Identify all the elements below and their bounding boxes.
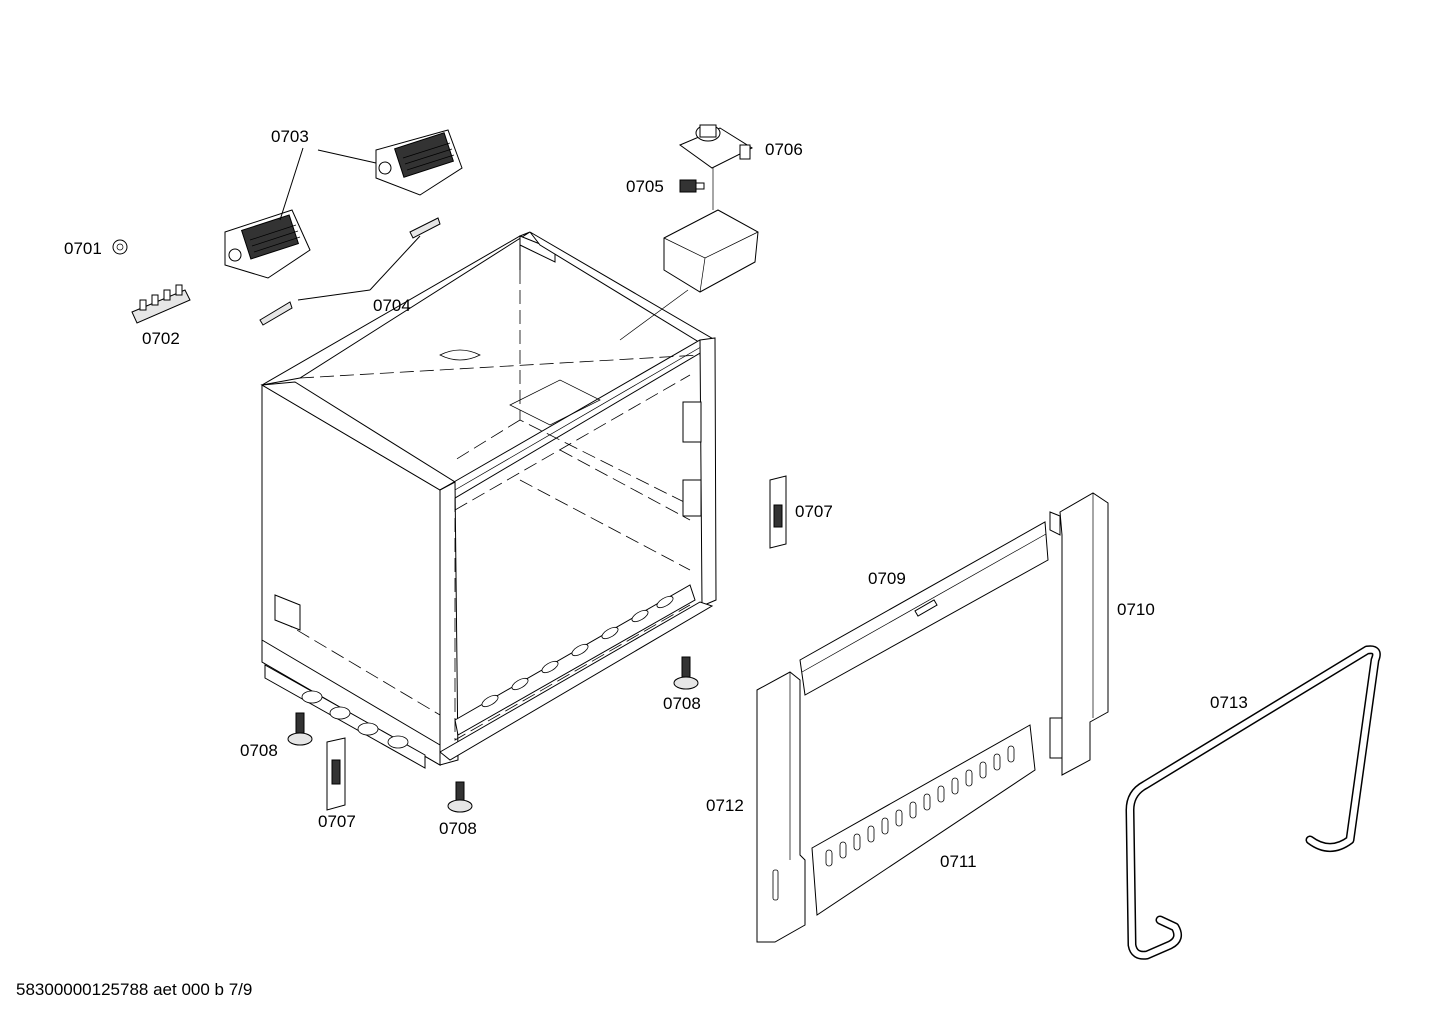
thermostat-mount-bracket <box>663 209 759 293</box>
part-0707-upper <box>769 475 787 549</box>
part-0712 <box>756 671 806 943</box>
label-0708-right: 0708 <box>663 694 701 713</box>
part-0703-fan-lower <box>224 209 311 279</box>
label-0713: 0713 <box>1210 693 1248 712</box>
label-0702: 0702 <box>142 329 180 348</box>
label-0705: 0705 <box>626 177 664 196</box>
label-0707-upper: 0707 <box>795 502 833 521</box>
part-0707-lower <box>326 737 346 811</box>
part-0708-left <box>287 712 313 746</box>
part-0709 <box>799 511 1061 696</box>
oven-housing-frame <box>260 231 717 769</box>
part-0702 <box>131 284 191 324</box>
label-0712: 0712 <box>706 796 744 815</box>
label-0710: 0710 <box>1117 600 1155 619</box>
slot-row <box>481 595 674 708</box>
label-0711: 0711 <box>940 852 977 871</box>
label-0704: 0704 <box>373 296 411 315</box>
part-0708-right <box>673 656 699 690</box>
leader-0703b <box>279 147 304 221</box>
leader-0704b <box>297 289 371 301</box>
leader-bracket <box>619 289 689 341</box>
label-0701: 0701 <box>64 239 102 258</box>
label-0707-lower: 0707 <box>318 812 356 831</box>
label-0709: 0709 <box>868 569 906 588</box>
label-0706: 0706 <box>765 140 803 159</box>
label-0708-bottom: 0708 <box>439 819 477 838</box>
leader-0704a <box>369 235 421 291</box>
drawing-code: 58300000125788 aet 000 b 7/9 <box>16 980 253 999</box>
part-0713 <box>1125 645 1381 960</box>
part-0710 <box>1049 492 1109 776</box>
leader-0703a <box>317 149 377 164</box>
part-0711 <box>811 724 1036 916</box>
panel-slots <box>825 745 1015 867</box>
label-0703: 0703 <box>271 127 309 146</box>
part-0701 <box>112 239 128 255</box>
part-0703-fan-upper <box>375 129 463 196</box>
part-0704 <box>259 217 441 326</box>
label-0708-left: 0708 <box>240 741 278 760</box>
part-0706 <box>678 124 754 169</box>
part-0705 <box>679 179 705 193</box>
part-0708-bottom <box>447 781 473 813</box>
